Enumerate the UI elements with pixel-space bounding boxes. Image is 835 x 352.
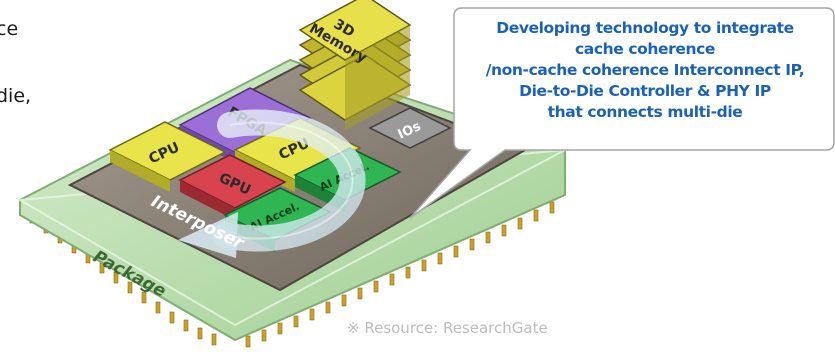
callout-text: Developing technology to integrate cache… <box>452 18 835 123</box>
callout-line: Developing technology to integrate <box>496 19 794 37</box>
cutoff-text-top: ce <box>0 18 19 40</box>
callout-line: /non-cache coherence Interconnect IP, <box>485 61 805 79</box>
callout-line: that connects multi-die <box>547 103 743 121</box>
memory-stack <box>298 0 412 130</box>
interconnect-arrow-icon <box>178 109 366 258</box>
callout-line: cache coherence <box>574 40 716 58</box>
source-note: ※ Resource: ResearchGate <box>347 319 548 337</box>
callout-line: Die-to-Die Controller & PHY IP <box>519 82 771 100</box>
ios-chip <box>368 107 452 149</box>
cutoff-text-bottom: die, <box>0 85 32 107</box>
callout-bubble <box>409 7 835 219</box>
